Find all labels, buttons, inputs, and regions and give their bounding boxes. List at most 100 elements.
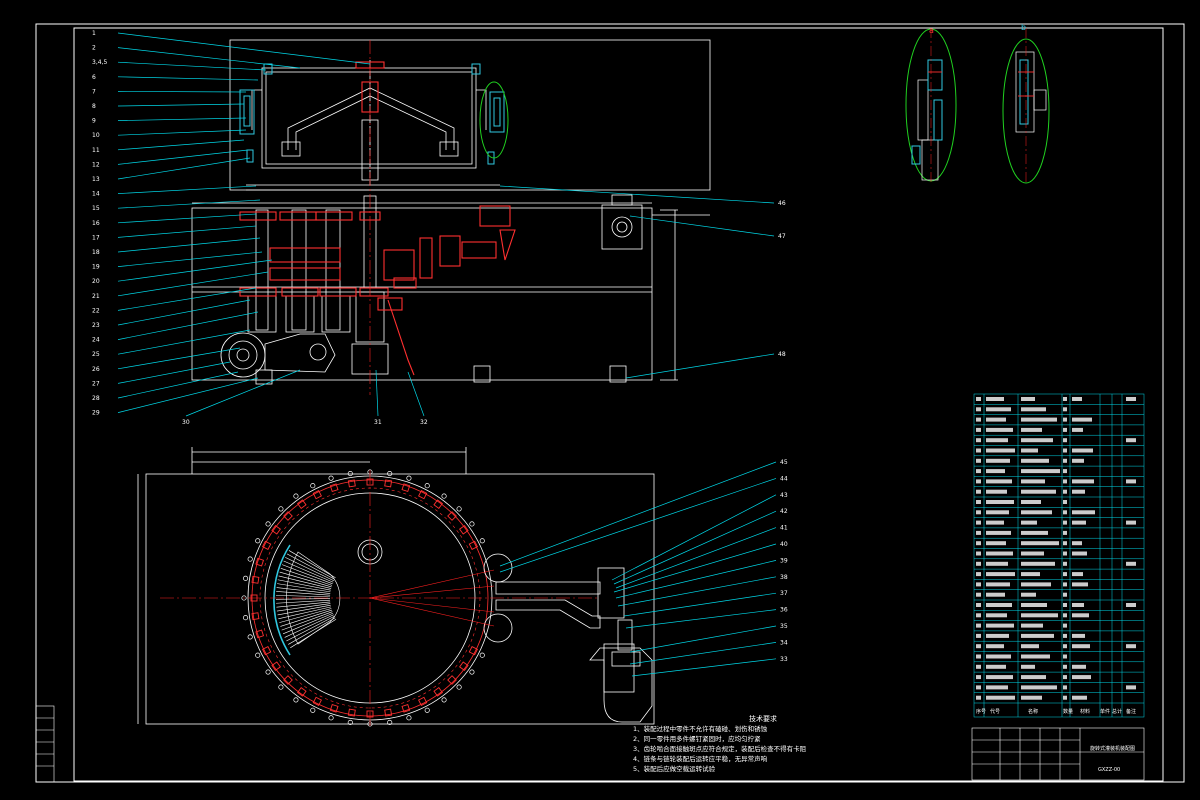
part-number-label: 16 (92, 220, 100, 227)
part-number-label: 3,4,5 (92, 59, 107, 66)
parts-list-table: 序号代号 名称 数量材料 单件总计备注 (973, 393, 1145, 718)
part-number-label: 31 (374, 419, 382, 426)
part-number-label: 42 (780, 508, 788, 515)
part-number-label: 15 (92, 205, 100, 212)
parts-header-cell: 代号 (990, 708, 1000, 715)
part-number-label: 44 (780, 475, 788, 482)
part-number-label: 25 (92, 351, 100, 358)
detail-b-label: b (1021, 23, 1026, 32)
part-number-label: 43 (780, 492, 788, 499)
parts-header-cell: 备注 (1126, 708, 1136, 715)
leader-line (117, 139, 245, 151)
part-number-label: 7 (92, 88, 96, 95)
leader-line (117, 199, 261, 209)
leader-line (117, 129, 247, 136)
front-view: 123,4,5678910111213141516171819202122232… (92, 30, 786, 426)
part-number-label: 11 (92, 147, 100, 154)
parts-header-cell: 总计 (1112, 708, 1122, 715)
tech-note-line: 1、装配过程中零件不允许有磕碰、划伤和锈蚀 (633, 725, 768, 733)
leader-line (117, 149, 249, 165)
part-number-label: 45 (780, 459, 788, 466)
parts-header-cell: 材料 (1080, 708, 1090, 715)
part-number-label: 36 (780, 607, 788, 614)
leader-line (117, 299, 251, 326)
part-number-label: 19 (92, 264, 100, 271)
part-number-label: 34 (780, 639, 788, 646)
part-number-label: 24 (92, 337, 100, 344)
highlight-ellipse-a (479, 81, 509, 159)
part-number-label: 2 (92, 45, 96, 52)
part-number-label: 28 (92, 395, 100, 402)
technical-requirements: 技术要求 1、装配过程中零件不允许有磕碰、划伤和锈蚀 2、同一零件用多件螺钉紧固… (633, 714, 933, 774)
leader-line (117, 225, 257, 238)
title-block (971, 727, 1145, 781)
part-number-label: 22 (92, 307, 100, 314)
leader-line (613, 543, 777, 593)
leader-line (117, 185, 257, 194)
part-number-label: 12 (92, 161, 100, 168)
leader-line (117, 271, 269, 297)
leader-line (117, 47, 301, 69)
part-number-label: 17 (92, 234, 100, 241)
part-number-label: 13 (92, 176, 100, 183)
part-number-label: 21 (92, 293, 100, 300)
leader-line (629, 215, 775, 237)
part-number-label: 29 (92, 410, 100, 417)
leader-line (117, 76, 259, 81)
leader-line (117, 157, 251, 180)
leader-line (117, 251, 263, 267)
parts-header-cell: 名称 (1028, 708, 1038, 715)
leader-line (117, 91, 247, 93)
parts-header-cell: 单件 (1100, 708, 1110, 715)
leader-line (117, 311, 259, 340)
detail-a-label: a (929, 26, 934, 35)
leader-line (185, 369, 301, 417)
part-number-label: 26 (92, 366, 100, 373)
part-number-label: 27 (92, 380, 100, 387)
part-number-label: 6 (92, 74, 96, 81)
leader-line (375, 369, 379, 417)
binding-strip (35, 705, 55, 783)
part-number-label: 32 (420, 419, 428, 426)
leader-line (499, 461, 777, 567)
parts-header-cell: 序号 (976, 708, 986, 715)
part-number-label: 48 (778, 351, 786, 358)
part-number-label: 1 (92, 30, 96, 37)
part-number-label: 40 (780, 541, 788, 548)
leader-line (117, 117, 247, 121)
leader-line (117, 361, 231, 384)
part-number-label: 39 (780, 557, 788, 564)
part-number-label: 30 (182, 419, 190, 426)
leader-line (617, 576, 777, 607)
leader-line (625, 353, 775, 379)
leader-line (499, 478, 777, 573)
leader-line (117, 377, 259, 413)
parts-header-cell: 数量 (1063, 708, 1073, 715)
detail-b-ellipse (1002, 38, 1050, 184)
leader-line (623, 592, 777, 617)
leader-line (117, 61, 267, 71)
leader-line (629, 625, 777, 653)
leader-line (117, 287, 257, 311)
leader-line (117, 237, 261, 253)
tech-note-line: 4、链条与链轮装配后运转应平稳，无异常声响 (633, 755, 768, 763)
tech-note-line: 3、齿轮啮合面接触斑点应符合规定，装配后检查不得有卡阻 (633, 745, 807, 753)
tech-note-line: 5、装配后应做空载运转试验 (633, 765, 716, 773)
leader-line (625, 609, 777, 629)
technical-requirements-title: 技术要求 (749, 715, 777, 723)
leader-line (631, 658, 777, 677)
leader-line (117, 329, 251, 355)
part-number-label: 46 (778, 200, 786, 207)
leader-line (117, 32, 371, 65)
part-number-label: 47 (778, 233, 786, 240)
leader-line (629, 642, 777, 665)
part-number-label: 33 (780, 656, 788, 663)
part-number-label: 9 (92, 118, 96, 125)
leader-line (117, 259, 273, 282)
part-number-label: 10 (92, 132, 100, 139)
leader-line (611, 494, 777, 581)
part-number-label: 41 (780, 525, 788, 532)
detail-views: a b (905, 23, 1050, 185)
